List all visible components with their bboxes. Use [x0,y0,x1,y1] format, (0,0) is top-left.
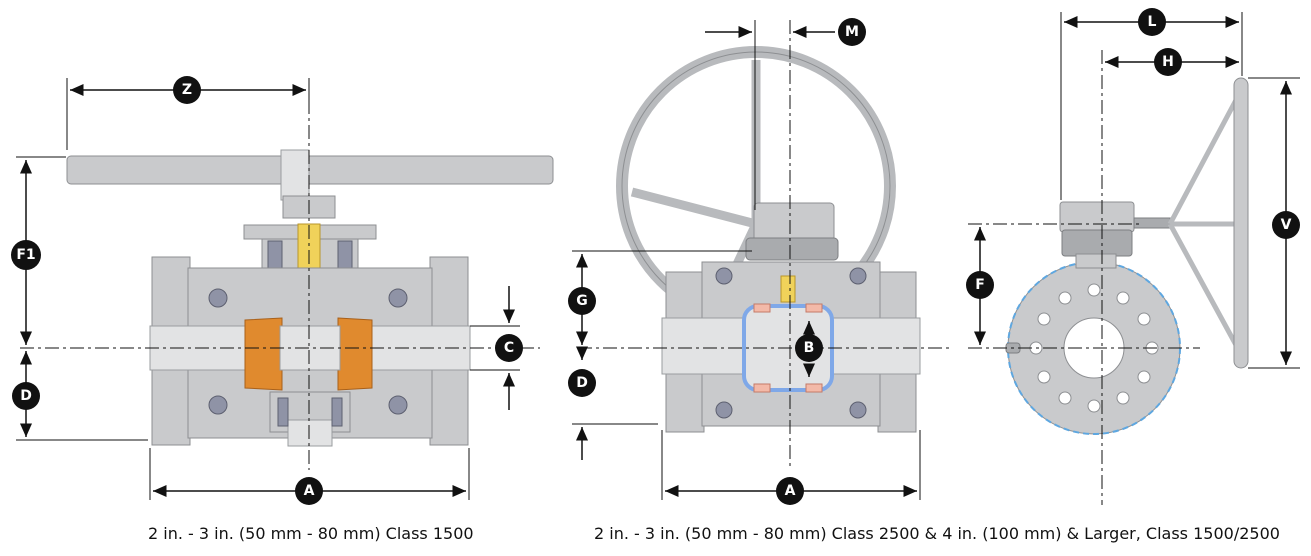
a-right-badge: A [776,477,804,505]
body-bolt [208,395,228,415]
f-label: F [975,277,985,293]
bolt-hole [1087,399,1101,413]
body-bolt [849,267,867,285]
gearbox-adapter [1075,253,1117,269]
bolt-hole [1137,370,1151,384]
bottom-bolt [277,397,289,427]
valve-dimension-diagram: Z F1 D C A [11,8,1300,505]
body-bolt [388,395,408,415]
gearbox-body [1061,229,1133,257]
handwheel-spoke [630,187,758,229]
a-right-label: A [785,483,796,499]
z-badge: Z [173,76,201,104]
b-badge: B [795,334,823,362]
h-label: H [1162,54,1174,70]
lever-hub [280,149,310,201]
a-left-label: A [304,483,315,499]
g-label: G [576,293,588,309]
right-caption: 2 in. - 3 in. (50 mm - 80 mm) Class 2500… [594,524,1280,543]
f1-label: F1 [16,247,35,263]
h-badge: H [1154,48,1182,76]
trunnion-plug [287,419,333,447]
gearbox-base [745,237,839,261]
bolt-hole [1037,312,1051,326]
g-badge: G [568,287,596,315]
v-label: V [1281,217,1292,233]
seat-left [244,317,283,391]
body-bolt [388,288,408,308]
gearbox [753,202,835,244]
seat-insert [753,303,771,313]
body-bolt [849,401,867,419]
handwheel-spokes-side [1167,98,1239,347]
seat-insert [805,303,823,313]
stem [780,275,796,303]
bolt-hole [1116,291,1130,305]
input-shaft [1133,217,1171,229]
z-label: Z [182,82,192,98]
c-badge: C [495,334,523,362]
bolt-hole [1137,312,1151,326]
l-badge: L [1138,8,1166,36]
f-badge: F [966,271,994,299]
bottom-bolt [331,397,343,427]
v-badge: V [1272,211,1300,239]
f1-badge: F1 [11,240,41,270]
d-left-label: D [20,388,32,404]
l-label: L [1148,14,1157,30]
m-badge: M [838,18,866,46]
gear-valve-side-drawing [1005,77,1249,435]
c-label: C [504,340,514,356]
bolt-hole [1116,391,1130,405]
a-left-badge: A [295,477,323,505]
b-label: B [804,340,815,356]
seat-right [337,317,373,391]
handwheel-side-rim [1233,77,1249,369]
body-bolt [715,401,733,419]
bolt-hole [1058,291,1072,305]
lever-handle [66,155,554,185]
gear-valve-front-drawing [616,46,921,433]
seat-insert [805,383,823,393]
bolt-hole [1087,283,1101,297]
left-caption: 2 in. - 3 in. (50 mm - 80 mm) Class 1500 [148,524,474,543]
seat-insert [753,383,771,393]
gearbox-top [1059,201,1135,233]
d-right-badge: D [568,369,596,397]
m-label: M [845,24,859,40]
lever-valve-drawing [66,149,554,447]
d-left-badge: D [12,382,40,410]
bolt-hole [1037,370,1051,384]
body-bolt [715,267,733,285]
d-right-label: D [576,375,588,391]
bolt-hole [1058,391,1072,405]
body-bolt [208,288,228,308]
